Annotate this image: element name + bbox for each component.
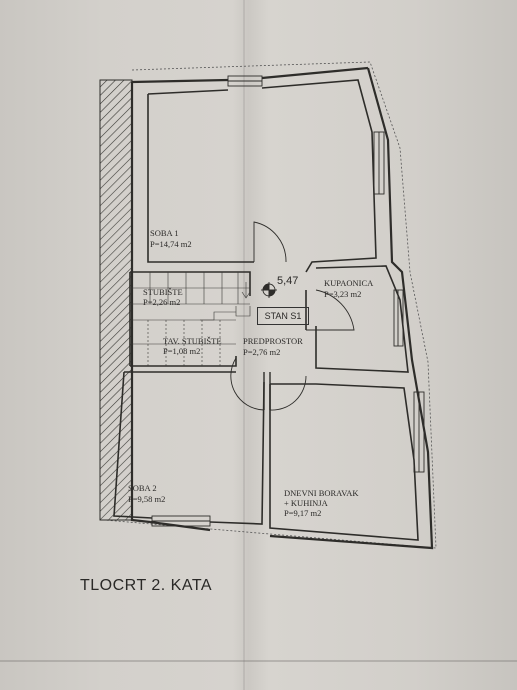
- room-name-tav-stubiste: TAV. STUBIŠTE: [163, 336, 222, 346]
- room-area-tav-stubiste: P=1,08 m2: [163, 346, 201, 356]
- room-area-predprostor: P=2,76 m2: [243, 347, 281, 357]
- room-area-stubiste: P=2,26 m2: [143, 297, 181, 307]
- windows: [151, 75, 425, 527]
- level-marker-symbol: [261, 282, 277, 298]
- paper-fold-vertical: [243, 0, 245, 690]
- stair-steps: [130, 272, 251, 366]
- room-name-dnevni-line1: DNEVNI BORAVAK: [284, 488, 359, 498]
- outer-dashed-outline: [103, 61, 437, 549]
- room-name-soba1: SOBA 1: [150, 228, 179, 238]
- room-area-soba2: P=9,58 m2: [128, 494, 166, 504]
- room-area-dnevni: P=9,17 m2: [284, 508, 322, 518]
- room-name-stubiste: STUBIŠTE: [143, 287, 183, 297]
- hatched-wall: [100, 80, 132, 520]
- room-name-dnevni-line2: + KUHINJA: [284, 498, 328, 508]
- room-area-kupaonica: P=3,23 m2: [324, 289, 362, 299]
- room-name-soba2: SOBA 2: [128, 483, 157, 493]
- plan-title: TLOCRT 2. KATA: [80, 577, 213, 594]
- unit-label-box: STAN S1: [257, 307, 309, 325]
- paper-fold-horizontal: [0, 660, 517, 662]
- room-name-predprostor: PREDPROSTOR: [243, 336, 303, 346]
- outer-walls: [130, 66, 434, 550]
- room-area-soba1: P=14,74 m2: [150, 239, 192, 249]
- level-marker-value: 5,47: [277, 275, 299, 287]
- door-swings: [230, 221, 355, 411]
- room-name-kupaonica: KUPAONICA: [324, 278, 374, 288]
